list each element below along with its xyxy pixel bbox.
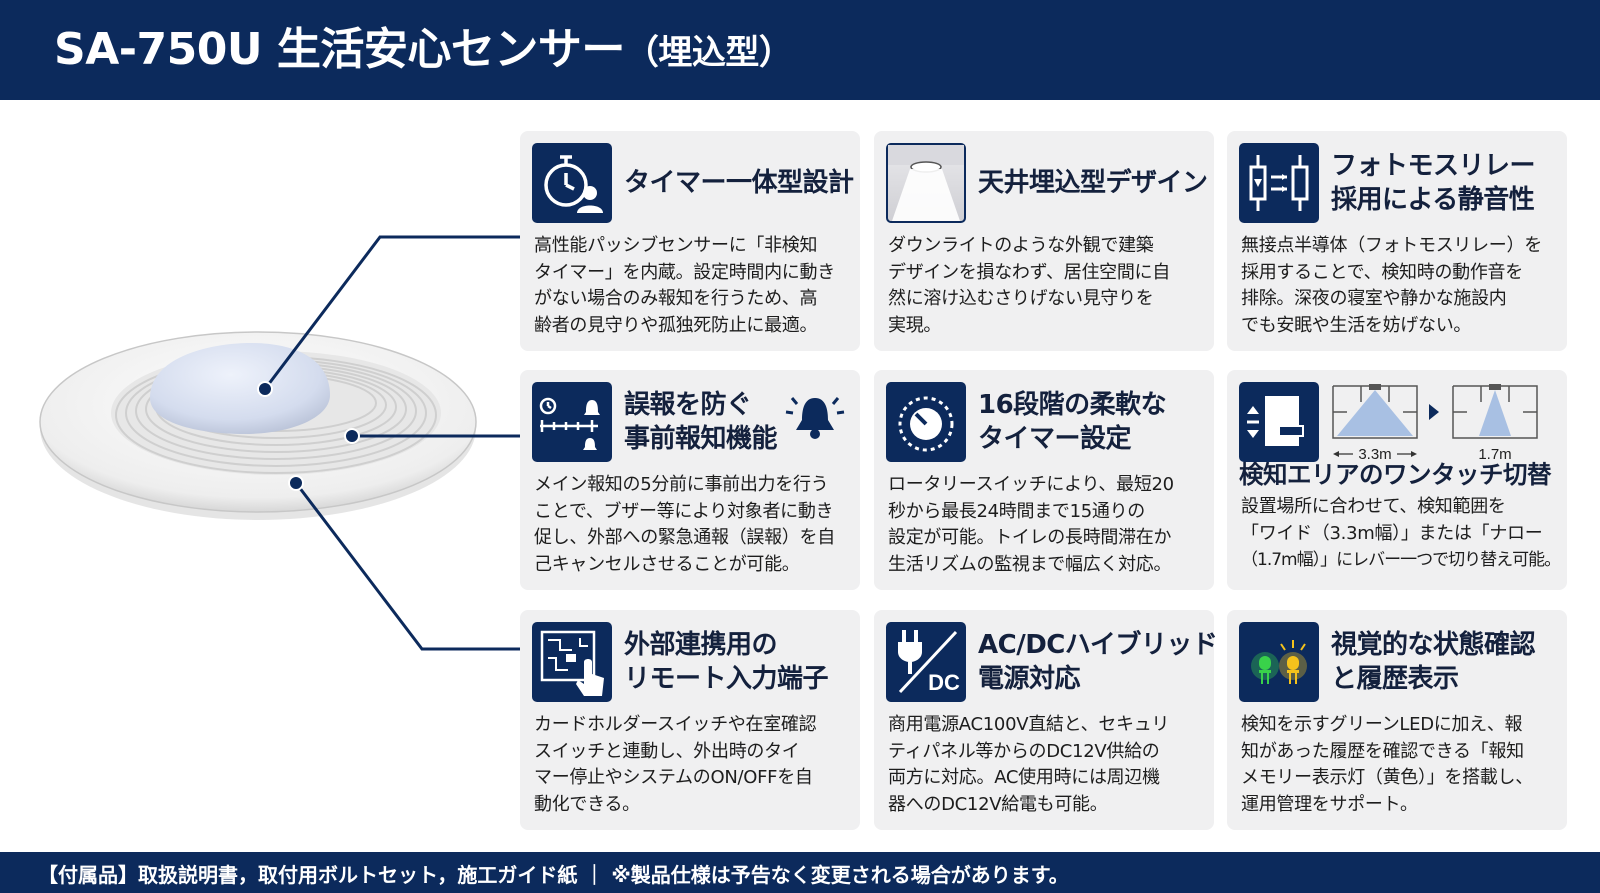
card-body: ダウンライトのような外観で建築 デザインを損なわず、居住空間に自 然に溶け込むさ… <box>888 235 1170 336</box>
page-subtitle: （埋込型） <box>624 33 793 73</box>
photomos-relay-icon <box>1239 143 1319 223</box>
feature-card-remote-input: 外部連携用の リモート入力端子 カードホルダースイッチや在室確認 スイッチと連動… <box>520 610 860 830</box>
timer-person-icon <box>532 143 612 223</box>
feature-card-indicator: 視覚的な状態確認 と履歴表示 検知を示すグリーンLEDに加え、報 知があった履歴… <box>1227 610 1567 830</box>
card-title: 16段階の柔軟な タイマー設定 <box>978 390 1167 454</box>
card-body: 検知を示すグリーンLEDに加え、報 知があった履歴を確認できる「報知 メモリー表… <box>1241 714 1533 815</box>
feature-card-timer: タイマー一体型設計 高性能パッシブセンサーに「非検知 タイマー」を内蔵。設定時間… <box>520 131 860 351</box>
card-body: 商用電源AC100V直結と、セキュリ ティパネル等からのDC12V供給の 両方に… <box>888 714 1170 815</box>
sensor-product-image <box>39 235 520 651</box>
rotary-dial-icon <box>886 382 966 462</box>
card-title: 誤報を防ぐ 事前報知機能 <box>624 390 778 454</box>
card-title: フォトモスリレー 採用による静音性 <box>1331 151 1536 215</box>
circuit-touch-icon <box>532 622 612 702</box>
card-title: 検知エリアのワンタッチ切替 <box>1239 460 1552 489</box>
header-bar: SA-750U 生活安心センサー（埋込型） <box>0 0 1600 100</box>
feature-card-pre-alarm: 誤報を防ぐ 事前報知機能 メイン報知の5分前に事前出力を行う ことで、ブザー等に… <box>520 370 860 590</box>
timeline-alarm-icon <box>532 382 612 462</box>
alarm-bell-icon <box>785 397 845 439</box>
card-body: ロータリースイッチにより、最短20 秒から最長24時間まで15通りの 設定が可能… <box>888 474 1174 575</box>
card-body: メイン報知の5分前に事前出力を行う ことで、ブザー等により対象者に動き 促し、外… <box>534 474 835 575</box>
ac-dc-plug-icon: DC <box>886 622 966 702</box>
card-body: 高性能パッシブセンサーに「非検知 タイマー」を内蔵。設定時間内に動き がない場合… <box>534 235 835 336</box>
lever-switch-icon <box>1239 382 1319 462</box>
card-title: 視覚的な状態確認 と履歴表示 <box>1331 630 1536 694</box>
footer-note: 【付属品】取扱説明書，取付用ボルトセット，施工ガイド紙 ｜ ※製品仕様は予告なく… <box>38 863 1069 887</box>
recessed-ceiling-icon <box>886 143 966 223</box>
detection-range-diagram: 3.3m 1.7m <box>1332 384 1538 463</box>
feature-card-recessed: 天井埋込型デザイン ダウンライトのような外観で建築 デザインを損なわず、居住空間… <box>874 131 1214 351</box>
card-body: 無接点半導体（フォトモスリレー）を 採用することで、検知時の動作音を 排除。深夜… <box>1241 235 1542 336</box>
card-title: タイマー一体型設計 <box>624 168 854 198</box>
card-title: 天井埋込型デザイン <box>978 168 1208 198</box>
range-wide-label: 3.3m <box>1358 446 1391 463</box>
page-title: SA-750U 生活安心センサー（埋込型） <box>54 24 793 75</box>
card-title: 外部連携用の リモート入力端子 <box>624 630 829 694</box>
feature-card-power: DC AC/DCハイブリッド 電源対応 商用電源AC100V直結と、セキュリ テ… <box>874 610 1218 830</box>
card-body: カードホルダースイッチや在室確認 スイッチと連動し、外出時のタイ マー停止やシス… <box>534 714 817 815</box>
range-narrow-label: 1.7m <box>1478 446 1511 463</box>
feature-card-detection-area: 3.3m 1.7m 検知エリアのワンタッチ切替 設置場所に合わせて、検知範囲を … <box>1227 370 1567 590</box>
feature-card-photomos: フォトモスリレー 採用による静音性 無接点半導体（フォトモスリレー）を 採用する… <box>1227 131 1567 351</box>
card-body: 設置場所に合わせて、検知範囲を 「ワイド（3.3m幅）」または「ナロー （1.7… <box>1241 496 1561 570</box>
card-title: AC/DCハイブリッド 電源対応 <box>978 630 1218 694</box>
feature-card-timer-setting: 16段階の柔軟な タイマー設定 ロータリースイッチにより、最短20 秒から最長2… <box>874 370 1214 590</box>
led-indicator-icon <box>1239 622 1319 702</box>
dc-label: DC <box>928 670 960 695</box>
footer-bar: 【付属品】取扱説明書，取付用ボルトセット，施工ガイド紙 ｜ ※製品仕様は予告なく… <box>0 852 1600 893</box>
